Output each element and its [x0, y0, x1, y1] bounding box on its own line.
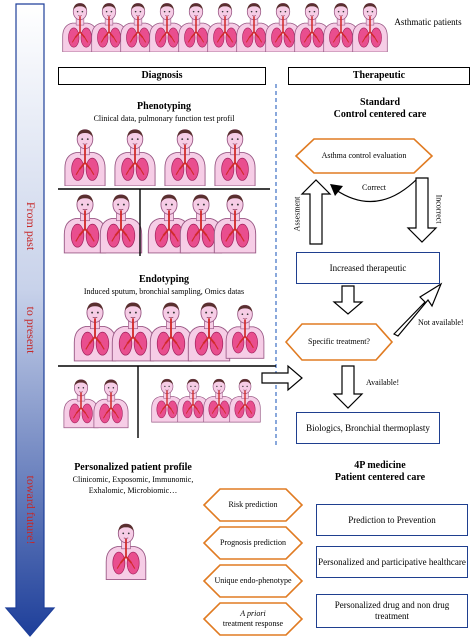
- pmedicine-hexagons: [202, 488, 304, 636]
- treatment-response-label: A priori treatment response: [222, 609, 284, 628]
- patients-label: Asthmatic patients: [394, 17, 462, 27]
- increased-therapeutic-box: Increased therapeutic: [296, 252, 440, 284]
- personalized-patient: [105, 523, 147, 581]
- specific-treatment-label: Specific treatment?: [308, 337, 370, 346]
- personalized-drug-box: Personalized drug and non drug treatment: [316, 594, 468, 628]
- endotyping-to-treatment-arrow: [261, 364, 303, 392]
- timeline-arrow: [4, 3, 56, 637]
- phenotyping-subtitle: Clinical data, pulmonary function test p…: [93, 114, 235, 123]
- available-arrow: [332, 365, 364, 409]
- assessment-label: Assesment: [292, 196, 302, 232]
- incorrect-label: Incorrect: [434, 194, 444, 224]
- control-evaluation-hexagon: [294, 138, 434, 174]
- not-available-arrow: [392, 282, 443, 337]
- diagnosis-header: Diagnosis: [58, 67, 266, 85]
- endotyping-patients: [58, 301, 276, 438]
- incorrect-arrow: [406, 177, 438, 243]
- available-label: Available!: [366, 378, 400, 387]
- biologics-box: Biologics, Bronchial thermoplasty: [296, 412, 440, 444]
- correct-label: Correct: [362, 183, 386, 192]
- correct-arrow: [335, 177, 419, 203]
- profile-line-1: Clinicomic, Exposomic, Immunomic,: [72, 475, 194, 484]
- risk-prediction-label: Risk prediction: [228, 500, 278, 509]
- prognosis-prediction-label: Prognosis prediction: [220, 538, 286, 547]
- personalized-participative-box: Personalized and participative healthcar…: [316, 546, 468, 578]
- standard-title: Standard Control centered care: [333, 97, 427, 120]
- timeline-label-future: toward future!: [24, 475, 38, 545]
- endotyping-title: Endotyping: [138, 274, 190, 285]
- unique-endophenotype-label: Unique endo-phenotype: [214, 576, 292, 585]
- assessment-arrow: [300, 179, 332, 245]
- timeline-label-past: From past: [24, 201, 38, 251]
- p4-title: 4P medicine Patient centered care: [334, 460, 426, 483]
- therapeutic-header: Therapeutic: [288, 67, 470, 85]
- profile-title: Personalized patient profile: [74, 462, 192, 473]
- phenotyping-patients: [58, 128, 270, 256]
- prediction-prevention-box: Prediction to Prevention: [316, 504, 468, 536]
- increased-to-specific-arrow: [332, 285, 364, 315]
- timeline-label-present: to present: [24, 306, 38, 354]
- endotyping-subtitle: Induced sputum, bronchial sampling, Omic…: [83, 287, 245, 296]
- patients-row: [61, 2, 389, 52]
- profile-line-2: Exhalomic, Microbiomic…: [88, 486, 178, 495]
- not-available-label: Not available!: [418, 318, 464, 327]
- specific-treatment-hexagon: [284, 323, 394, 361]
- phenotyping-title: Phenotyping: [137, 101, 191, 112]
- control-evaluation-label: Asthma control evaluation: [321, 151, 407, 160]
